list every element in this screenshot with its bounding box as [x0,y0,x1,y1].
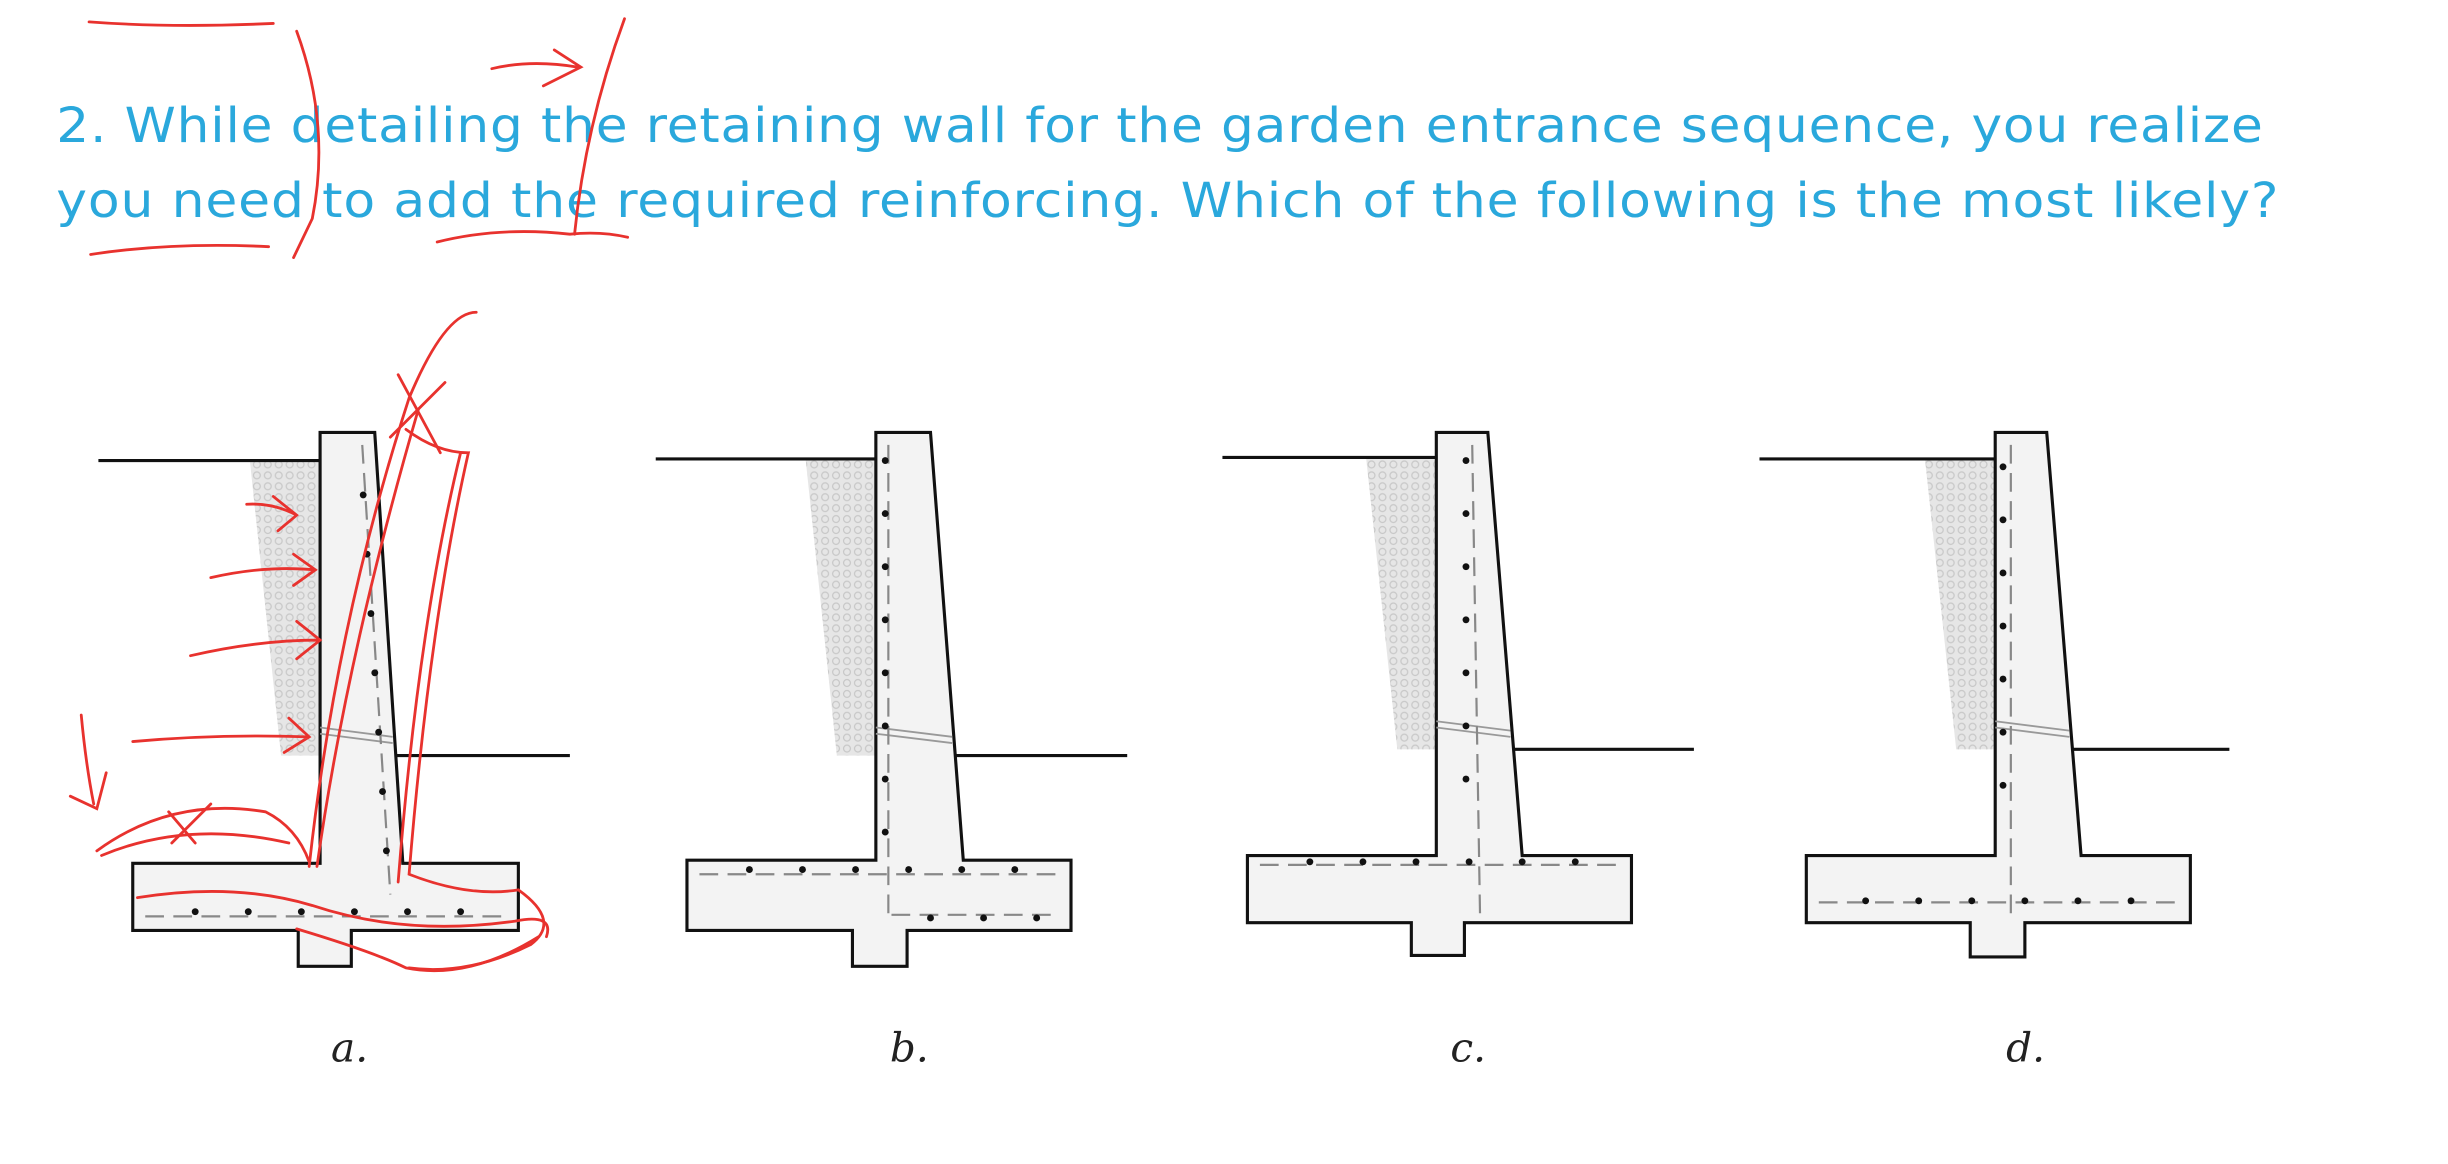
rebar-dot [881,457,889,464]
retaining-wall-diagram-a [98,430,570,968]
rebar-dot [980,914,988,922]
rebar-dot [457,908,465,916]
rebar-dot [2127,897,2135,905]
construction-joint [1436,720,1511,738]
rebar-dot [367,610,375,617]
rebar-dot [881,669,889,677]
gravel-backfill [1366,457,1437,750]
gravel-backfill [249,460,321,756]
rebar-dot [881,722,889,730]
rebar-dot [379,788,386,795]
option-label-d[interactable]: d. [2006,1024,2045,1072]
rebar-dot [1862,897,1870,905]
rebar-dot [1999,781,2007,789]
rebar-dot [1462,722,1470,730]
rebar-dot [881,828,889,836]
option-label-c[interactable]: c. [1450,1024,1486,1072]
rebar-dot [1462,775,1470,783]
rebar-dot [1465,858,1473,866]
option-label-a[interactable]: a. [331,1024,368,1072]
concrete-wall-section [131,430,520,968]
rebar-dot [881,775,889,783]
concrete-wall-section [685,430,1073,968]
rebar-dot [2021,897,2029,905]
rebar-dot [404,908,411,916]
rebar-dot [1306,858,1314,866]
question-line-2: you need to add the required reinforcing… [56,173,2279,229]
rebar-dot [1571,858,1579,866]
rebar-dot [350,908,358,916]
rebar-dot [1999,516,2007,524]
concrete-wall-section [1245,430,1634,957]
rebar-dot [1462,616,1470,624]
rebar-dot [927,914,934,922]
rebar-dot [1359,858,1367,866]
vertical-rebar [361,444,392,895]
rebar-dot [1011,866,1019,874]
rebar-dot [799,866,806,874]
gravel-backfill [1924,458,1996,750]
rebar-dot [852,866,860,874]
gravel-backfill [805,458,876,756]
option-label-b[interactable]: b. [890,1024,929,1072]
rebar-dot [1462,669,1470,677]
rebar-dot [1518,858,1526,866]
rebar-dot [2074,897,2082,905]
rebar-dot [1412,858,1420,866]
rebar-dot [1968,897,1976,905]
rebar-dot [958,866,966,874]
rebar-dot [244,908,252,916]
rebar-dot [375,728,383,736]
retaining-wall-diagram-b [655,430,1128,968]
rebar-dot [881,510,889,518]
retaining-wall-diagram-d [1759,430,2230,959]
rebar-dot [1915,897,1923,905]
retaining-wall-diagram-c [1222,430,1694,957]
construction-joint [1995,720,2070,738]
red-pen-annotations [68,17,630,973]
rebar-dot [1999,622,2007,630]
rebar-dot [191,908,199,916]
rebar-dot [1033,914,1041,922]
rebar-dot [1999,728,2007,736]
rebar-dot [881,616,889,624]
rebar-dot [745,866,753,874]
question-line-1: 2. While detailing the retaining wall fo… [56,98,2263,154]
concrete-wall-section [1804,430,2192,959]
rebar-dot [371,669,379,677]
rebar-dot [1462,457,1470,464]
rebar-dot [382,847,390,855]
rebar-dot [1999,675,2007,683]
rebar-dot [359,491,367,499]
rebar-dot [1999,569,2007,577]
rebar-dot [297,908,305,916]
rebar-dot [905,866,913,874]
vertical-rebar [1471,444,1482,915]
rebar-dot [1999,463,2007,471]
rebar-dot [881,563,889,571]
rebar-dot [1462,563,1470,571]
rebar-dot [1462,510,1470,518]
